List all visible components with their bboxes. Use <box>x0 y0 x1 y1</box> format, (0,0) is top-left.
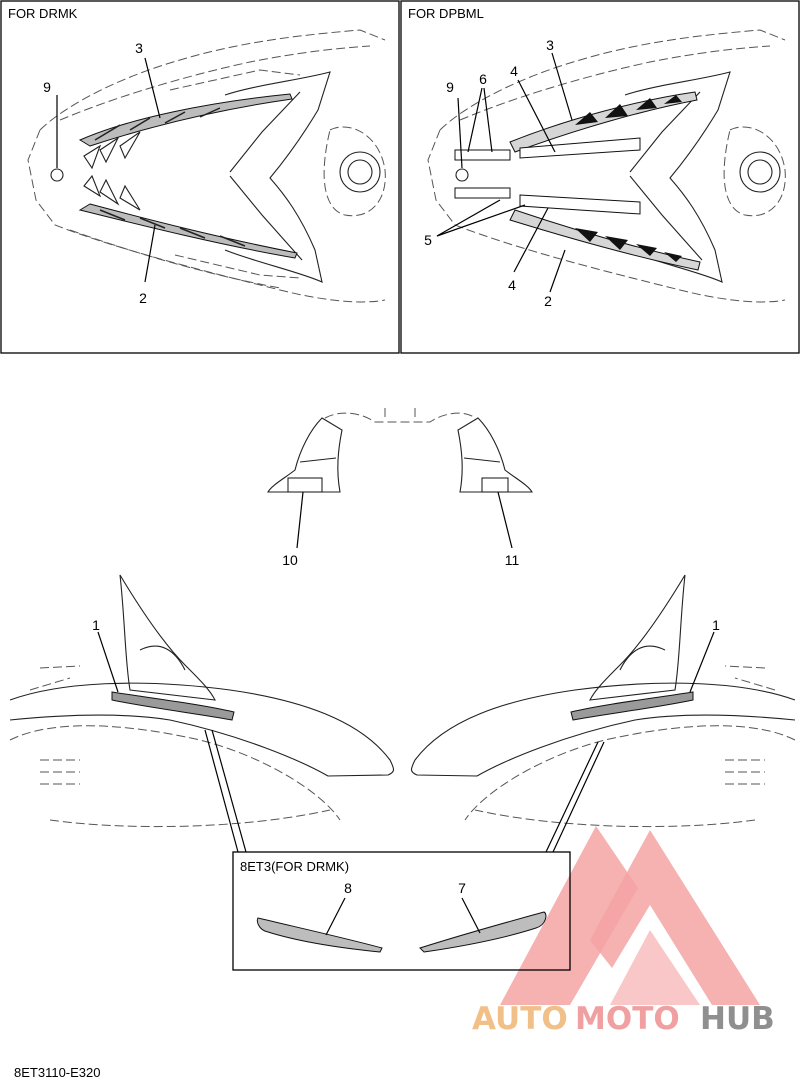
inset-title: 8ET3(FOR DRMK) <box>240 859 349 874</box>
callout-p2-4a: 4 <box>510 63 518 79</box>
callout-11: 11 <box>505 552 520 568</box>
inset-frame <box>232 851 571 971</box>
watermark-wordmark: AUTO MOTO HUB <box>472 1001 775 1037</box>
part-7-emblem <box>419 911 547 953</box>
diagram-code: 8ET3110-E320 <box>14 1065 101 1080</box>
watermark-text-moto: MOTO <box>575 1001 680 1037</box>
rear-handle-view <box>267 408 533 493</box>
panel-dpbml-frame <box>400 0 800 354</box>
panel-dpbml-title: FOR DPBML <box>408 6 484 21</box>
side-emblem-right <box>570 691 694 721</box>
label-10-shape <box>287 477 323 493</box>
watermark-triangle-right <box>590 830 760 1005</box>
callout-p1-3: 3 <box>135 40 143 56</box>
watermark-text-auto: AUTO <box>472 1001 568 1037</box>
watermark-text-hub: HUB <box>700 1001 775 1037</box>
watermark-logo <box>500 826 760 1005</box>
callout-p2-6: 6 <box>479 71 487 87</box>
callout-p2-4b: 4 <box>508 277 516 293</box>
decal-stripe-3 <box>78 93 293 147</box>
callout-p2-5: 5 <box>424 232 432 248</box>
panel-drmk-frame <box>0 0 400 354</box>
watermark-triangle-left <box>500 826 638 1005</box>
callout-p2-2: 2 <box>544 293 552 309</box>
callout-p1-9: 9 <box>43 79 51 95</box>
part-8-emblem <box>256 917 383 953</box>
callout-8: 8 <box>344 880 352 896</box>
right-side-panel-view <box>410 574 796 828</box>
watermark-triangle-inner <box>610 930 700 1005</box>
callout-1-right: 1 <box>712 617 720 633</box>
callout-7: 7 <box>458 880 466 896</box>
panel-drmk-title: FOR DRMK <box>8 6 78 21</box>
side-emblem-left <box>111 691 235 721</box>
front-fairing-view-dpbml <box>427 29 786 303</box>
front-fairing-view-drmk <box>27 29 386 303</box>
callout-p1-2: 2 <box>139 290 147 306</box>
callout-p2-9: 9 <box>446 79 454 95</box>
callout-p2-3: 3 <box>546 37 554 53</box>
decal-stripe-2-dpbml <box>509 209 701 271</box>
left-side-panel-view <box>9 574 395 828</box>
callout-10: 10 <box>282 552 298 568</box>
callout-1-left: 1 <box>92 617 100 633</box>
label-11-shape <box>481 477 509 493</box>
